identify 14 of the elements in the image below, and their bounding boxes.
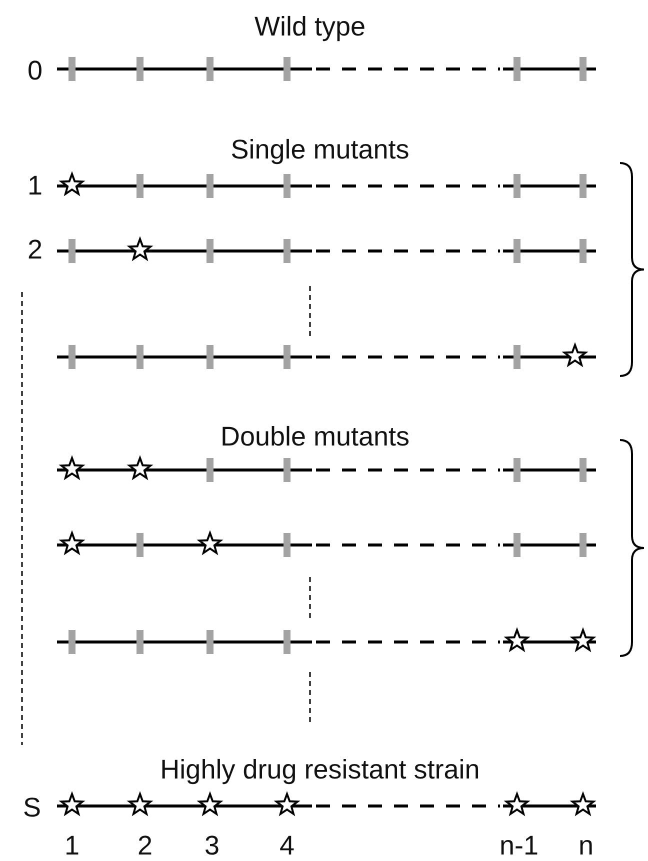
section-heading: Double mutants bbox=[220, 424, 410, 450]
section-heading: Highly drug resistant strain bbox=[160, 756, 480, 784]
section-heading: Wild type bbox=[254, 14, 366, 40]
row-label: 1 bbox=[27, 172, 43, 200]
row-label: 2 bbox=[27, 236, 43, 264]
section-heading: Single mutants bbox=[230, 136, 410, 164]
position-label: 2 bbox=[137, 832, 153, 860]
position-label: n bbox=[578, 832, 594, 860]
position-label: n-1 bbox=[499, 832, 539, 860]
row-label: S bbox=[23, 794, 41, 822]
position-label: 1 bbox=[64, 832, 80, 860]
position-label: 4 bbox=[279, 832, 295, 860]
position-label: 3 bbox=[204, 832, 220, 860]
row-label: 0 bbox=[27, 58, 43, 84]
